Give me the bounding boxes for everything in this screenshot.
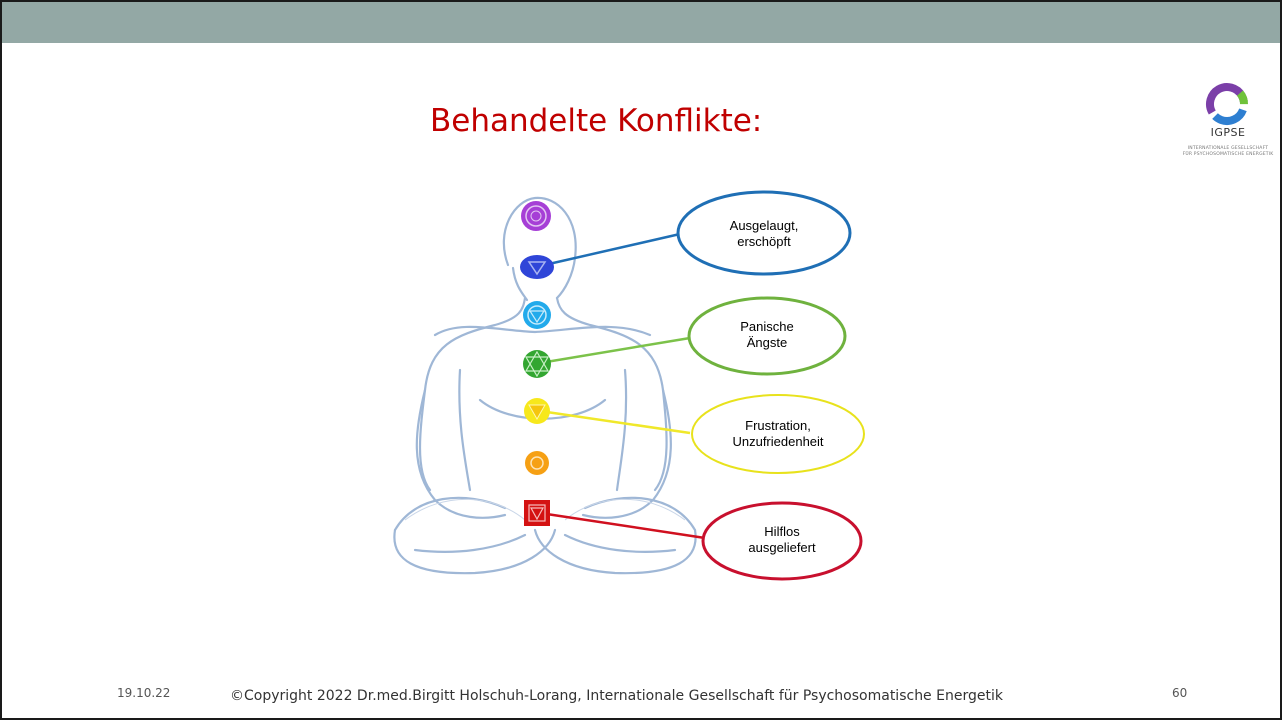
footer-date: 19.10.22 xyxy=(117,686,171,700)
conflict-bubble-red xyxy=(701,501,863,581)
third-eye-chakra-icon xyxy=(520,255,554,279)
igpse-logo: IGPSE INTERNATIONALE GESELLSCHAFT FÜR PS… xyxy=(1178,76,1278,166)
logo-name: IGPSE xyxy=(1210,126,1246,139)
conflict-label-panic-line-2: Ängste xyxy=(746,335,788,350)
conflict-label-exhausted: Ausgelaugt, erschöpft xyxy=(704,218,824,250)
conflict-label-helpless: Hilflos ausgeliefert xyxy=(722,524,842,556)
figure-left-shoulder xyxy=(418,296,527,492)
conflict-label-exhausted-line-2: erschöpft xyxy=(737,234,791,249)
footer-copyright: ©Copyright 2022 Dr.med.Birgitt Holschuh-… xyxy=(230,688,1003,704)
logo-subtitle: INTERNATIONALE GESELLSCHAFT FÜR PSYCHOSO… xyxy=(1178,146,1278,158)
connector-line-red xyxy=(539,511,706,540)
conflict-label-panic: Panische Ängste xyxy=(707,319,827,351)
crown-chakra-icon xyxy=(521,201,551,231)
sacral-chakra-icon xyxy=(525,451,549,475)
figure-head-outline xyxy=(502,196,577,300)
solar-plexus-chakra-icon xyxy=(524,398,550,424)
conflict-label-exhausted-line-1: Ausgelaugt, xyxy=(729,218,799,233)
figure-right-leg xyxy=(533,528,697,575)
footer-page-number: 60 xyxy=(1172,686,1188,700)
figure-torso-left xyxy=(458,368,472,492)
heart-chakra-icon xyxy=(523,350,551,378)
figure-torso-right xyxy=(615,368,628,492)
figure-right-shoulder xyxy=(555,296,668,492)
figure-leg-detail-left xyxy=(404,498,526,521)
slide-title: Behandelte Konflikte: xyxy=(430,103,763,139)
conflict-bubble-yellow xyxy=(691,394,865,474)
logo-subtitle-line-1: INTERNATIONALE GESELLSCHAFT xyxy=(1187,146,1269,151)
root-chakra-icon xyxy=(524,500,550,526)
conflict-label-helpless-line-2: ausgeliefert xyxy=(748,540,816,555)
throat-chakra-icon xyxy=(523,301,551,329)
conflict-label-helpless-line-1: Hilflos xyxy=(764,524,800,539)
conflict-label-panic-line-1: Panische xyxy=(740,319,794,334)
figure-leg-detail-right xyxy=(564,498,686,521)
figure-left-foot xyxy=(413,533,527,553)
figure-collarbone xyxy=(433,325,652,337)
conflict-label-frustration-line-1: Frustration, xyxy=(745,418,811,433)
conflict-label-frustration-line-2: Unzufriedenheit xyxy=(732,434,824,449)
connector-line-green xyxy=(539,336,691,365)
meditation-figure xyxy=(393,196,706,575)
connector-line-yellow xyxy=(539,409,691,435)
igpse-logo-icon xyxy=(1206,83,1248,125)
logo-subtitle-line-2: FÜR PSYCHOSOMATISCHE ENERGETIK xyxy=(1182,152,1274,157)
conflict-bubble-green xyxy=(687,296,847,376)
figure-right-foot xyxy=(563,533,677,553)
connector-line-blue xyxy=(539,232,681,268)
slide-header-bar xyxy=(2,2,1280,43)
conflict-label-frustration: Frustration, Unzufriedenheit xyxy=(713,418,843,450)
conflict-bubble-blue xyxy=(676,190,852,276)
